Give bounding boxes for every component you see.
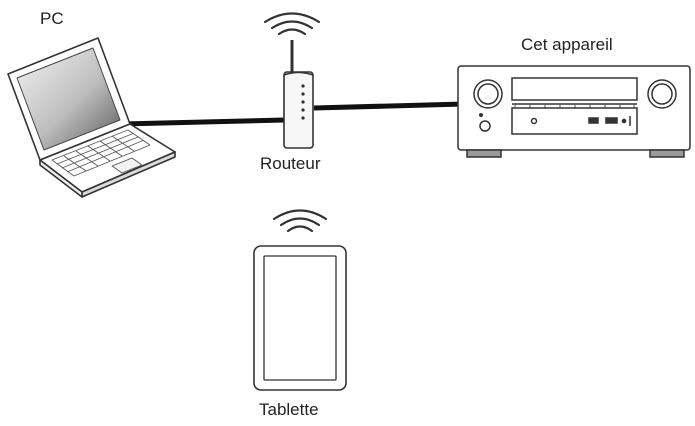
wifi-icon xyxy=(272,209,328,233)
cable-router-appareil xyxy=(313,101,465,111)
av-receiver-icon xyxy=(457,65,691,158)
ethernet-cables xyxy=(119,101,465,127)
routeur-label: Routeur xyxy=(260,154,321,173)
cable-pc-router xyxy=(119,117,285,127)
tablet-icon xyxy=(253,245,347,391)
tablette-label: Tablette xyxy=(259,400,319,419)
wifi-icon xyxy=(263,12,321,36)
laptop-icon xyxy=(7,37,176,198)
pc-label: PC xyxy=(40,9,64,28)
appareil-label: Cet appareil xyxy=(521,35,613,54)
router-icon xyxy=(283,40,314,149)
